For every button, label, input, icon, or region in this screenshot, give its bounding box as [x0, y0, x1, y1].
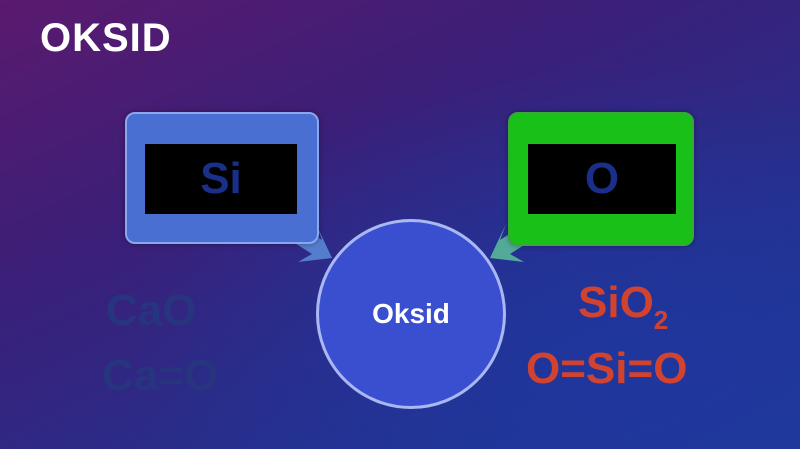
formula-sio2-subscript: 2 [653, 305, 669, 335]
slide-title: OKSID [40, 16, 172, 60]
element-box-si: Si [125, 112, 319, 244]
element-panel-o: O [528, 144, 676, 214]
element-panel-si: Si [145, 144, 297, 214]
formula-o-si-o: O=Si=O [526, 344, 688, 393]
center-label: Oksid [372, 298, 450, 329]
formula-ca-eq-o: Ca=O [102, 351, 219, 400]
formula-cao: CaO [106, 286, 197, 335]
center-circle-oksid: Oksid [316, 219, 506, 409]
element-label-o: O [584, 154, 620, 203]
formula-sio2: SiO2 [578, 278, 668, 335]
element-label-si: Si [200, 154, 242, 203]
formula-sio2-base: SiO [578, 278, 654, 327]
element-box-o: O [508, 112, 694, 246]
